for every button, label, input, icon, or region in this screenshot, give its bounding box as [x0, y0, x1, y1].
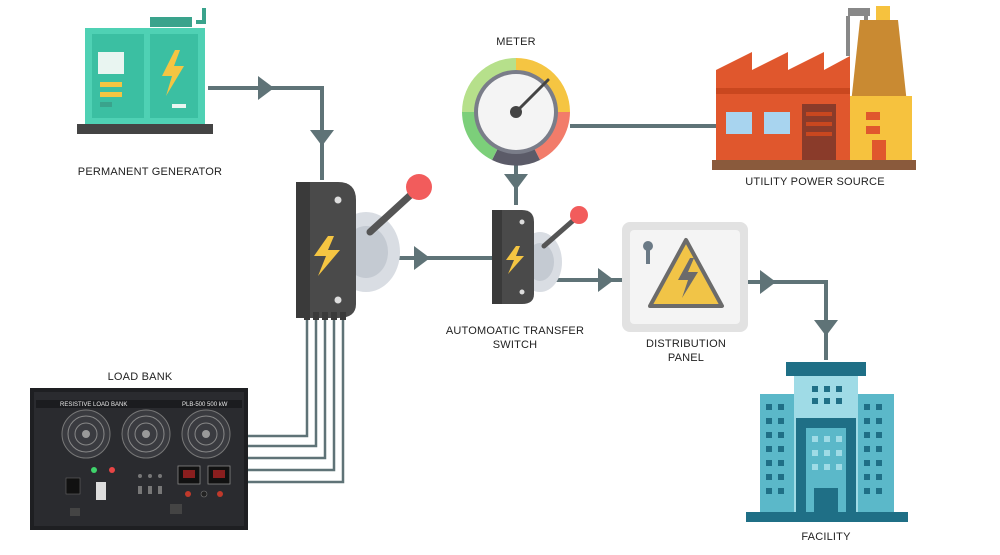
- load-bank-cables: [245, 312, 345, 484]
- wire-panel-to-facility: [745, 280, 828, 360]
- label-load-bank: LOAD BANK: [107, 371, 173, 383]
- facility-building-icon: [746, 362, 908, 522]
- label-permanent-generator: PERMANENT GENERATOR: [77, 166, 223, 178]
- label-meter: METER: [496, 36, 536, 48]
- arrow-icon: [598, 268, 614, 292]
- wire-generator-to-switch: [208, 86, 324, 180]
- label-automatic-transfer-switch: AUTOMOATIC TRANSFER SWITCH: [445, 325, 585, 351]
- label-utility-power-source: UTILITY POWER SOURCE: [745, 176, 885, 188]
- distribution-panel-icon: [622, 222, 748, 332]
- label-facility: FACILITY: [801, 531, 851, 543]
- transfer-switch-icon: [492, 206, 588, 304]
- arrow-icon: [760, 270, 776, 294]
- factory-icon: [712, 6, 916, 170]
- arrow-icon: [414, 246, 430, 270]
- arrow-icon: [258, 76, 274, 100]
- arrow-icon: [310, 130, 334, 146]
- load-bank-panel-title: RESISTIVE LOAD BANK: [60, 402, 127, 408]
- arrow-icon: [814, 320, 838, 336]
- fan-icon: [61, 409, 111, 459]
- fan-icon: [121, 409, 171, 459]
- main-transfer-switch-icon: [296, 174, 432, 320]
- indicator-green-icon: [91, 467, 97, 473]
- indicator-red-icon: [109, 467, 115, 473]
- label-distribution-panel: DISTRIBUTION PANEL: [645, 338, 726, 364]
- fan-icon: [181, 409, 231, 459]
- arrow-icon: [504, 174, 528, 190]
- load-bank-icon: RESISTIVE LOAD BANK PLB-500 500 kW: [30, 388, 248, 530]
- arrows: [258, 76, 838, 336]
- meter-icon: [462, 58, 570, 166]
- load-bank-panel-model: PLB-500 500 kW: [182, 402, 228, 408]
- generator-icon: [77, 8, 213, 134]
